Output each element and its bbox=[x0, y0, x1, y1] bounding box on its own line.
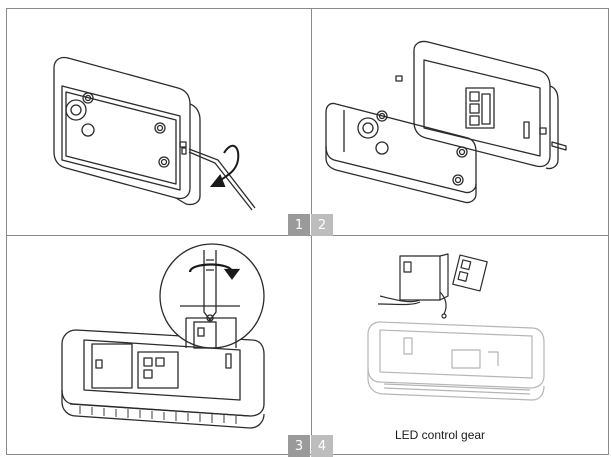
rotate-arrow-icon bbox=[209, 144, 240, 187]
step-badge-2: 2 bbox=[311, 214, 333, 236]
step-badge-1: 1 bbox=[288, 214, 310, 236]
allen-key-icon bbox=[188, 148, 256, 211]
panel-4-control-gear bbox=[377, 253, 488, 319]
panel-3-fixture bbox=[61, 329, 265, 429]
rotate-arrow-icon bbox=[188, 263, 241, 280]
step-badge-4: 4 bbox=[311, 435, 333, 457]
led-control-gear-label: LED control gear bbox=[395, 428, 486, 442]
panel-1-fixture bbox=[53, 56, 201, 206]
panel-2-exploded bbox=[325, 40, 567, 204]
screwdriver-icon bbox=[203, 250, 217, 322]
panel-4-faint-fixture bbox=[367, 321, 545, 401]
step-badge-3: 3 bbox=[288, 435, 310, 457]
